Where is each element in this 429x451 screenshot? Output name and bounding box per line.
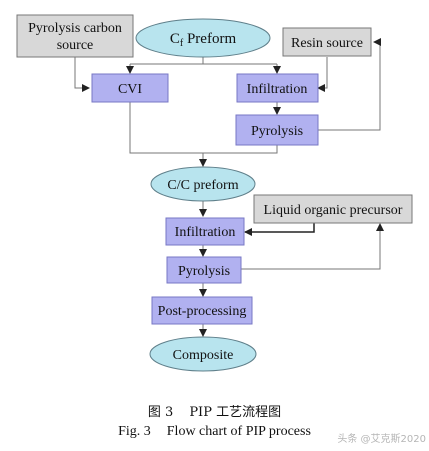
node-resin-source: Resin source xyxy=(282,27,372,57)
node-pyrolysis-1: Pyrolysis xyxy=(235,114,319,146)
svg-text:Cf Preform: Cf Preform xyxy=(170,31,237,49)
figure-caption-cn: 图 3 PIP 工艺流程图 xyxy=(0,401,429,420)
edge-pyrolysis2-loop xyxy=(241,223,384,270)
resin-source-label: Resin source xyxy=(291,36,363,51)
composite-label: Composite xyxy=(173,348,234,363)
edge-pyrolysis1-loop xyxy=(318,38,381,131)
cvi-label: CVI xyxy=(118,82,142,97)
infiltration-2-label: Infiltration xyxy=(175,225,236,240)
cf-preform-label-c: C xyxy=(170,31,180,47)
edge-cvi-down xyxy=(129,102,203,154)
pyrolysis-carbon-source-label-line2: source xyxy=(57,38,94,53)
caption-cn-number: 图 3 xyxy=(147,405,174,420)
node-infiltration-1: Infiltration xyxy=(236,73,319,103)
node-pyrolysis-2: Pyrolysis xyxy=(166,256,242,284)
node-cc-preform: C/C preform xyxy=(150,166,256,202)
edge-pyrolysis1-down xyxy=(203,145,278,154)
edge-precursor-to-infiltration2 xyxy=(244,222,315,236)
node-infiltration-2: Infiltration xyxy=(165,217,245,246)
pyrolysis-1-label: Pyrolysis xyxy=(251,124,303,139)
post-processing-label: Post-processing xyxy=(158,304,247,319)
pyrolysis-2-label: Pyrolysis xyxy=(178,264,230,279)
cf-preform-label-sub: f xyxy=(180,38,184,49)
infiltration-1-label: Infiltration xyxy=(247,82,308,97)
watermark: 头条 @艾克斯2020 xyxy=(337,434,426,445)
caption-en-number: Fig. 3 xyxy=(118,424,151,439)
figure-caption-en: Fig. 3 Flow chart of PIP process xyxy=(0,424,429,440)
node-post-processing: Post-processing xyxy=(151,296,253,325)
liquid-organic-precursor-label: Liquid organic precursor xyxy=(264,203,403,218)
pyrolysis-carbon-source-label: Pyrolysis carbon xyxy=(28,21,122,36)
cc-preform-label: C/C preform xyxy=(167,178,238,193)
node-pyrolysis-carbon-source: Pyrolysis carbon source xyxy=(16,14,134,58)
node-liquid-organic-precursor: Liquid organic precursor xyxy=(253,194,413,224)
edge-resin-to-infiltration1 xyxy=(317,57,328,92)
node-cf-preform: Cf Preform xyxy=(135,18,271,58)
caption-cn-title: PIP 工艺流程图 xyxy=(189,405,282,420)
caption-en-title: Flow chart of PIP process xyxy=(166,424,311,439)
connectors xyxy=(74,38,384,337)
node-composite: Composite xyxy=(149,336,257,372)
node-cvi: CVI xyxy=(91,73,169,103)
edge-carbon-to-cvi xyxy=(74,57,90,92)
cf-preform-label-rest: Preform xyxy=(183,31,236,47)
